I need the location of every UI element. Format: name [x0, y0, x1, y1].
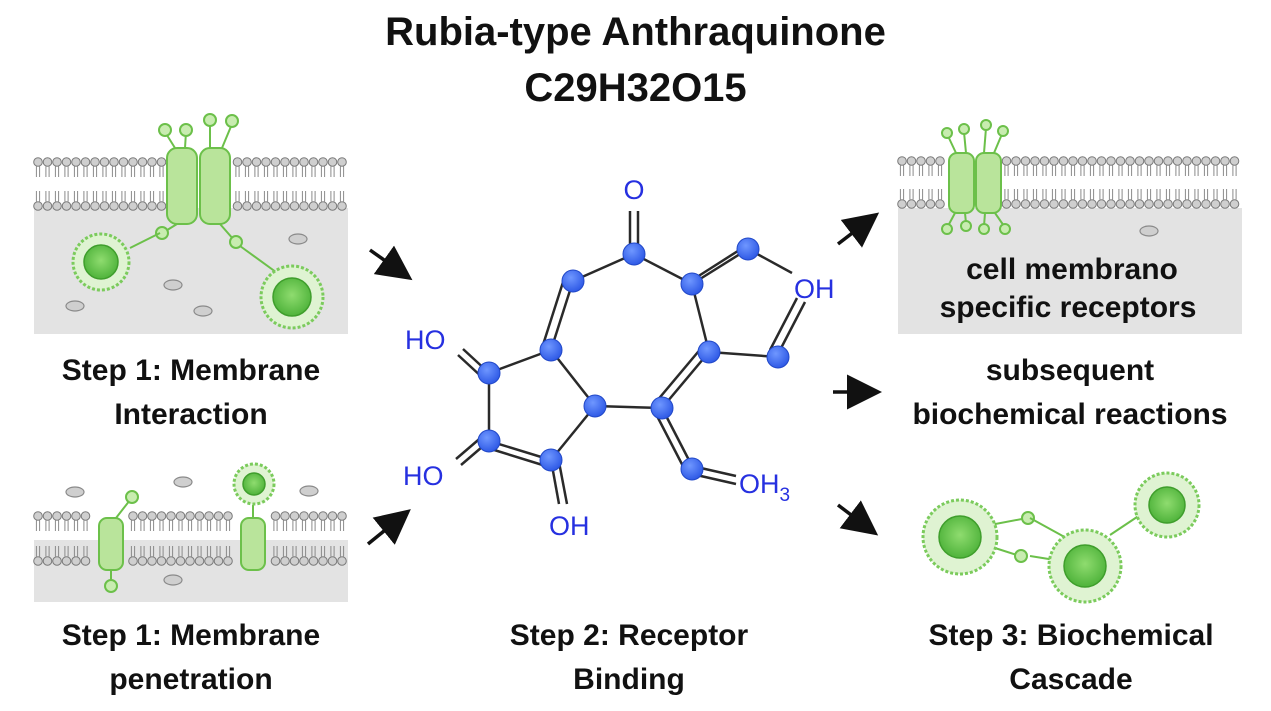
vesicle: [921, 498, 999, 576]
lipid-bilayer: [33, 157, 347, 211]
receptor-protein: [948, 152, 975, 214]
particles: [65, 476, 319, 586]
atom-label-ho: HO: [405, 325, 446, 355]
atom-label-o: O: [623, 175, 644, 205]
vesicle: [259, 264, 325, 330]
atom-label-oh: OH: [794, 274, 835, 304]
lipid-bilayer: [897, 156, 1240, 209]
step1-interaction-label: Step 1: Membrane Interaction: [61, 354, 321, 431]
step3-label: Step 3: Biochemical Cascade: [928, 619, 1214, 696]
transport-protein: [98, 517, 124, 571]
atom-label-oh: OH: [549, 511, 590, 541]
atom-label-oh3: OH3: [739, 469, 790, 506]
diagram-formula: C29H32O15: [524, 66, 747, 110]
molecule-atoms: [477, 237, 790, 481]
receptor-panel: cell membrano specific receptors: [897, 119, 1242, 334]
membrane-interaction-panel: [33, 113, 348, 334]
step1-penetration-label: Step 1: Membrane penetration: [61, 619, 321, 696]
vesicle: [232, 462, 276, 506]
subsequent-reactions-label: subsequent biochemical reactions: [912, 354, 1228, 431]
arrow-icon: [836, 212, 880, 248]
atom-label-ho: HO: [403, 461, 444, 491]
molecule-structure: O OH HO HO OH OH3: [403, 175, 835, 541]
receptor-panel-label-line2: specific receptors: [940, 291, 1197, 324]
channel-protein: [166, 147, 198, 225]
receptor-panel-label-line1: cell membrano: [966, 253, 1178, 286]
vesicle: [1133, 471, 1201, 539]
vesicle: [1047, 528, 1123, 604]
arrow-icon: [836, 500, 879, 536]
arrow-icon: [368, 245, 413, 281]
receptor-protein: [975, 152, 1002, 214]
cascade-panel: [921, 471, 1201, 604]
arrow-icon: [366, 509, 411, 546]
particles: [65, 233, 308, 317]
lipid-bilayer: [33, 511, 347, 566]
vesicle: [71, 232, 131, 292]
diagram-title: Rubia-type Anthraquinone: [385, 10, 886, 54]
membrane-penetration-panel: [33, 462, 348, 602]
flow-arrows: [366, 212, 882, 546]
channel-protein: [199, 147, 231, 225]
step2-label: Step 2: Receptor Binding: [509, 619, 749, 696]
transport-protein: [240, 517, 266, 571]
